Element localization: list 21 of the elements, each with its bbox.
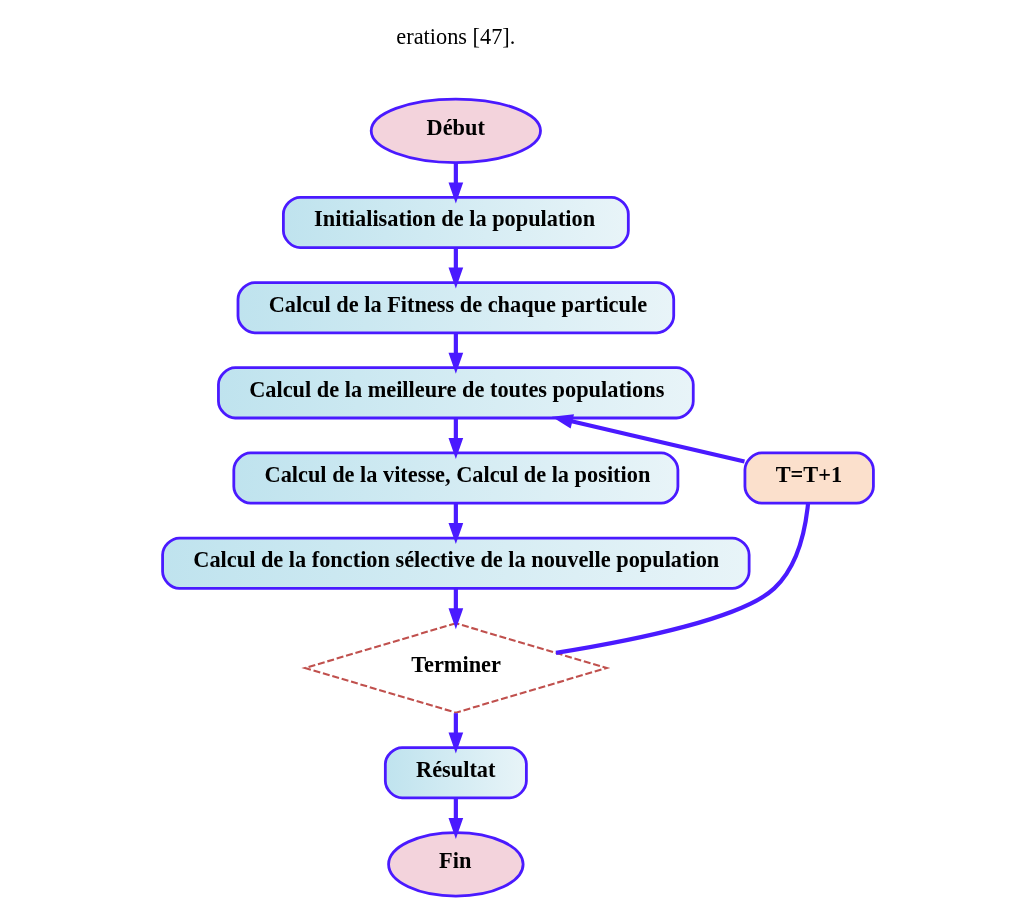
arrow [448,797,463,840]
node-ellipse: Début [369,97,542,164]
node-box: Résultat [383,746,528,800]
node-box: Calcul de la vitesse, Calcul de la position [231,451,679,505]
arrow [448,713,463,754]
arrow [551,414,745,464]
node-box: T=T+1 [743,451,875,505]
arrow [448,162,463,204]
node-box: Calcul de la Fitness de chaque particule [236,281,675,335]
connector [555,503,810,655]
node-ellipse: Fin [386,831,525,898]
arrow [448,332,463,374]
node-diamond: Terminer [300,622,610,714]
arrow [448,418,463,459]
arrow [448,588,463,630]
label: erations [47]. [395,24,515,50]
node-box: Calcul de la fonction sélective de la nouvelle population [160,536,750,590]
node-box: Calcul de la meilleure de toutes populations [216,366,695,420]
arrow [448,503,463,545]
node-box: Initialisation de la population [281,195,630,249]
arrow [448,247,463,289]
